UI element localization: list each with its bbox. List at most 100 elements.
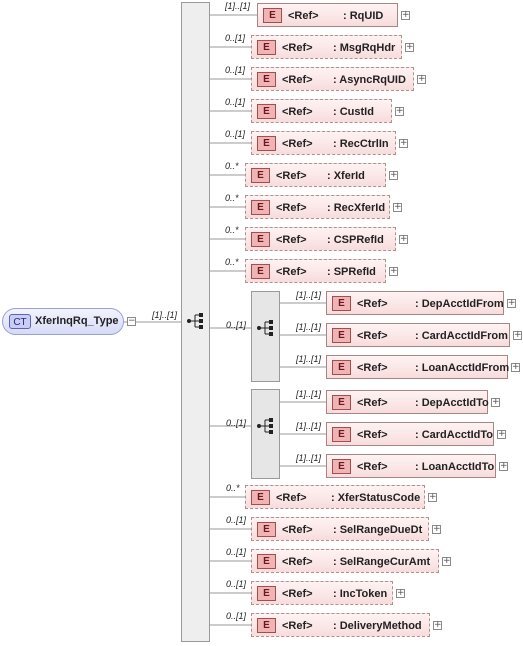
cardinality-label: 0..[1] [226,320,247,330]
element-node[interactable]: E<Ref>: DepAcctIdTo [326,390,489,414]
expand-icon[interactable]: + [499,461,508,471]
cardinality-label: [1]..[1] [225,1,251,11]
cardinality-label: 0..* [226,483,240,493]
element-node[interactable]: E<Ref>: SelRangeCurAmt [251,549,439,573]
element-node[interactable]: E<Ref>: LoanAcctIdTo [326,454,496,478]
sequence-group[interactable] [251,389,280,479]
element-badge-icon: E [263,8,282,23]
element-name: : CSPRefId [327,234,384,246]
element-badge-icon: E [257,586,276,601]
element-node[interactable]: E <Ref> : RqUID [257,3,398,27]
element-node[interactable]: E <Ref> : SPRefId [245,259,386,283]
element-node[interactable]: E<Ref>: CustId [251,99,392,123]
cardinality-label: [1]..[1] [296,322,322,332]
ref-label: <Ref> [282,524,313,536]
cardinality-label: 0..[1] [226,547,247,557]
element-name: : MsgRqHdr [333,42,396,54]
element-node[interactable]: E <Ref> : XferId [245,163,386,187]
element-node[interactable]: E<Ref>: CSPRefId [245,227,396,251]
ref-label: <Ref> [276,170,307,182]
cardinality-label: 0..[1] [226,418,247,428]
cardinality-label: 0..* [225,257,239,267]
element-node[interactable]: E<Ref>: AsyncRqUID [251,67,414,91]
element-name: : DepAcctIdTo [415,397,489,409]
expand-icon[interactable]: + [513,330,522,340]
element-badge-icon: E [332,427,351,442]
expand-icon[interactable]: + [511,362,520,372]
expand-icon[interactable]: + [491,397,500,407]
ref-label: <Ref> [276,266,307,278]
element-node[interactable]: E<Ref>: DepAcctIdFrom [326,291,504,315]
ref-label: <Ref> [357,461,388,473]
cardinality-label: [1]..[1] [296,389,322,399]
ref-label: <Ref> [282,138,313,150]
element-name: : SPRefId [327,266,376,278]
ct-badge-icon: CT [9,314,31,329]
expand-icon[interactable]: + [396,588,405,598]
expand-icon[interactable]: + [389,266,398,276]
element-name: : RqUID [343,10,384,22]
element-badge-icon: E [332,459,351,474]
expand-icon[interactable]: + [417,74,426,84]
ref-label: <Ref> [276,202,307,214]
element-name: : RecXferId [327,202,386,214]
cardinality-label: 0..* [225,161,239,171]
element-name: : DepAcctIdFrom [415,298,504,310]
expand-icon[interactable]: + [389,170,398,180]
element-badge-icon: E [257,618,276,633]
element-name: : XferId [327,170,365,182]
element-badge-icon: E [251,264,270,279]
collapse-icon[interactable]: − [127,316,136,326]
expand-icon[interactable]: + [433,620,442,630]
expand-icon[interactable]: + [442,556,451,566]
element-node[interactable]: E<Ref>: LoanAcctIdFrom [326,355,509,379]
element-node[interactable]: E<Ref>: CardAcctIdFrom [326,323,510,347]
element-name: : IncToken [333,588,388,600]
element-node[interactable]: E<Ref>: XferStatusCode [245,485,425,509]
ref-label: <Ref> [276,234,307,246]
ref-label: <Ref> [282,42,313,54]
expand-icon[interactable]: + [401,10,410,20]
element-badge-icon: E [257,104,276,119]
sequence-icon [187,313,203,329]
element-name: : SelRangeCurAmt [333,556,431,568]
element-node[interactable]: E<Ref>: IncToken [251,581,393,605]
cardinality-label: 0..[1] [225,129,246,139]
expand-icon[interactable]: + [497,429,506,439]
expand-icon[interactable]: + [428,492,437,502]
expand-icon[interactable]: + [399,138,408,148]
element-name: : CardAcctIdTo [415,429,494,441]
element-badge-icon: E [332,328,351,343]
ref-label: <Ref> [357,298,388,310]
complex-type-node[interactable]: CT XferInqRq_Type [2,308,124,335]
expand-icon[interactable]: + [399,234,408,244]
cardinality-label: 0..* [225,225,239,235]
expand-icon[interactable]: + [393,202,402,212]
cardinality-label: [1]..[1] [296,421,322,431]
element-node[interactable]: E <Ref> : CardAcctIdTo [326,422,494,446]
element-node[interactable]: E<Ref>: MsgRqHdr [251,35,402,59]
element-name: : SelRangeDueDt [333,524,423,536]
expand-icon[interactable]: + [507,298,516,308]
element-name: : CardAcctIdFrom [415,330,508,342]
expand-icon[interactable]: + [395,106,404,116]
expand-icon[interactable]: + [432,524,441,534]
ref-label: <Ref> [282,620,313,632]
element-badge-icon: E [251,200,270,215]
element-node[interactable]: E <Ref> : DeliveryMethod [251,613,430,637]
element-node[interactable]: E <Ref> : RecXferId [245,195,390,219]
element-node[interactable]: E<Ref>: SelRangeDueDt [251,517,429,541]
element-name: : CustId [333,106,374,118]
ref-label: <Ref> [357,429,388,441]
expand-icon[interactable]: + [405,42,414,52]
ref-label: <Ref> [282,74,313,86]
sequence-group[interactable] [251,291,280,382]
ref-label: <Ref> [288,10,319,22]
element-name: : DeliveryMethod [333,620,422,632]
element-badge-icon: E [251,168,270,183]
element-badge-icon: E [332,360,351,375]
element-name: : XferStatusCode [331,492,421,504]
element-node[interactable]: E<Ref>: RecCtrlIn [251,131,396,155]
